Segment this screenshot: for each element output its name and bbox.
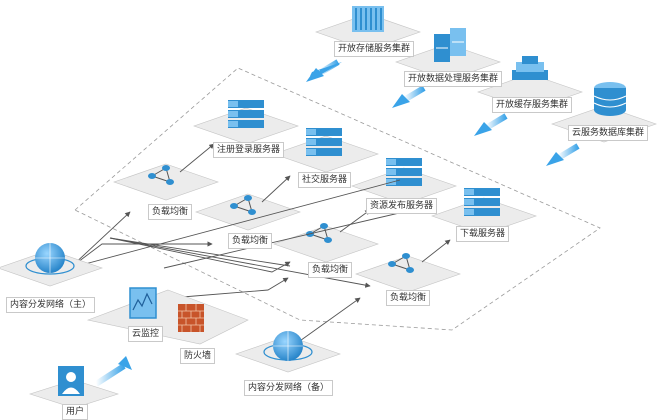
link-to-download-lb xyxy=(163,209,413,269)
link-lb3-publish xyxy=(339,209,371,233)
label-cdn-backup: 内容分发网络（备） xyxy=(244,380,334,396)
load-balancer-3 xyxy=(273,223,379,263)
server-stack-icon xyxy=(434,28,466,62)
server-stack-icon xyxy=(352,6,384,32)
globe-icon xyxy=(263,331,313,361)
firewall-icon xyxy=(178,304,204,332)
server-stack-icon xyxy=(512,56,548,80)
label-server-login: 注册登录服务器 xyxy=(213,142,285,158)
link-cdn-lb3-main xyxy=(169,277,289,299)
load-balancer-icon xyxy=(230,195,256,215)
server-stack-icon xyxy=(386,158,422,186)
label-user: 用户 xyxy=(62,404,89,420)
monitor-icon xyxy=(129,287,157,319)
label-load-balancer-2: 负载均衡 xyxy=(228,233,273,249)
label-cluster-storage: 开放存储服务集群 xyxy=(334,41,415,57)
load-balancer-2 xyxy=(195,193,301,231)
link-cdn-lb1 xyxy=(69,211,131,269)
label-cdn-primary: 内容分发网络（主） xyxy=(6,297,96,313)
label-load-balancer-3: 负载均衡 xyxy=(308,262,353,278)
user-node xyxy=(29,356,132,409)
load-balancer-icon xyxy=(388,253,414,273)
link-lb1-login xyxy=(179,143,215,173)
server-stack-icon xyxy=(464,188,500,216)
cluster-arrows xyxy=(306,59,580,166)
label-cluster-database: 云服务数据库集群 xyxy=(568,125,649,141)
label-server-publish: 资源发布服务器 xyxy=(366,198,438,214)
load-balancer-1 xyxy=(113,163,219,201)
load-balancer-icon xyxy=(148,165,174,185)
cdn-backup xyxy=(235,331,341,373)
server-publish xyxy=(351,158,457,205)
link-main-trunk xyxy=(69,179,401,269)
globe-icon xyxy=(25,243,75,275)
load-balancer-icon xyxy=(306,223,332,243)
server-login xyxy=(193,100,299,145)
server-download xyxy=(431,188,537,235)
database-icon xyxy=(593,82,627,116)
label-monitor: 云监控 xyxy=(128,326,164,342)
link-trunk-lb3 xyxy=(109,237,291,267)
label-cluster-cache: 开放缓存服务集群 xyxy=(492,97,573,113)
security-zone xyxy=(86,287,249,345)
label-load-balancer-1: 负载均衡 xyxy=(148,204,193,220)
link-lb4-download xyxy=(421,239,451,263)
label-firewall: 防火墙 xyxy=(180,348,216,364)
server-social xyxy=(273,128,379,173)
user-icon xyxy=(58,366,84,396)
link-cdn-lb4 xyxy=(109,237,371,288)
connections xyxy=(69,143,451,349)
tile xyxy=(86,289,249,345)
arrow-user-up xyxy=(118,356,132,370)
link-backup-cdn xyxy=(289,297,361,349)
label-server-download: 下载服务器 xyxy=(456,226,510,242)
link-lb2-social xyxy=(261,175,291,203)
server-stack-icon xyxy=(306,128,342,156)
label-server-social: 社交服务器 xyxy=(298,172,352,188)
cdn-primary xyxy=(0,243,103,287)
label-cluster-data-processing: 开放数据处理服务集群 xyxy=(404,71,503,87)
link-cdn-lb2 xyxy=(69,241,213,269)
data-center-boundary xyxy=(74,67,601,331)
server-stack-icon xyxy=(228,100,264,128)
load-balancer-4 xyxy=(355,253,461,293)
label-load-balancer-4: 负载均衡 xyxy=(386,290,431,306)
